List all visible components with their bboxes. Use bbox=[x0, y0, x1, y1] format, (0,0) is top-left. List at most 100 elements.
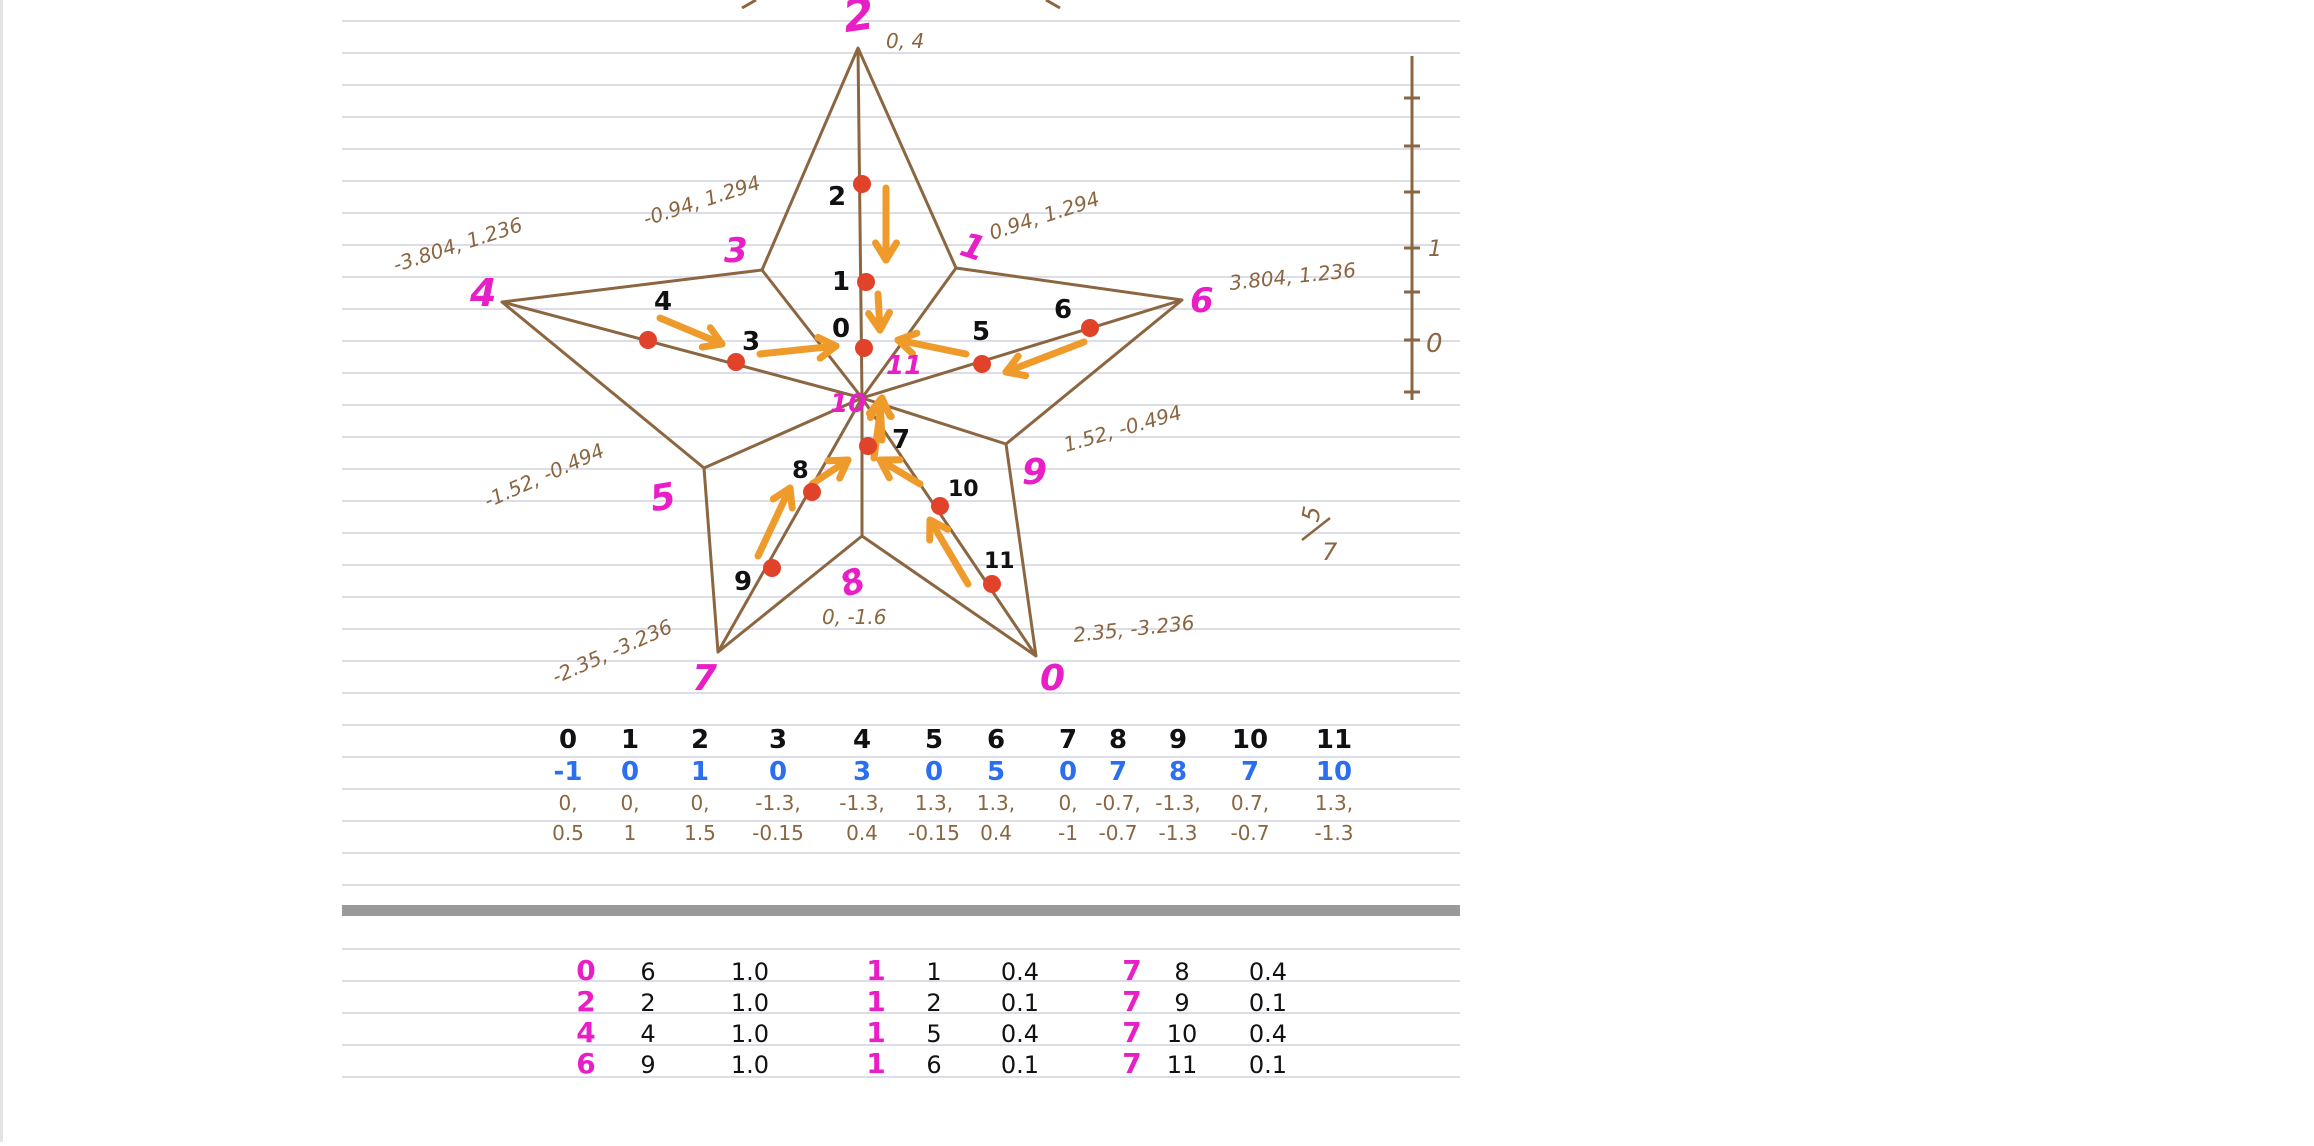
bone-parent: 8 bbox=[1169, 757, 1187, 787]
node-label: 3 bbox=[742, 327, 760, 357]
node-label: 6 bbox=[1054, 295, 1072, 325]
bone-node bbox=[763, 559, 781, 577]
vertex-label: 0 bbox=[1040, 658, 1065, 699]
bone-index: 0 bbox=[559, 725, 577, 755]
bone-y: -0.7 bbox=[1230, 821, 1269, 845]
weight-cell: 1 bbox=[926, 958, 941, 986]
bone-node bbox=[931, 497, 949, 515]
bone-arrow bbox=[926, 516, 972, 588]
weight-cell: 1.0 bbox=[731, 989, 769, 1017]
bone-index: 4 bbox=[853, 725, 871, 755]
bone-y: 0.4 bbox=[980, 821, 1012, 845]
weight-cell: 0.4 bbox=[1001, 958, 1039, 986]
bone-parent: 1 bbox=[691, 757, 709, 787]
vertex-label: 11 bbox=[886, 351, 922, 381]
ruler-mark-zero: 0 bbox=[1426, 329, 1443, 359]
bone-x: 0, bbox=[620, 791, 639, 815]
coord-label: 0, -1.6 bbox=[822, 605, 886, 629]
bone-node bbox=[727, 353, 745, 371]
bone-index: 11 bbox=[1316, 725, 1352, 755]
node-label: 7 bbox=[892, 425, 910, 455]
bone-arrow bbox=[894, 336, 970, 358]
weight-cell: 6 bbox=[926, 1051, 941, 1079]
weight-cell: 0.4 bbox=[1249, 1020, 1287, 1048]
side-note-bar bbox=[1301, 517, 1331, 541]
bone-arrowhead bbox=[1002, 352, 1030, 380]
bone-arrowhead bbox=[926, 516, 952, 544]
coord-label: -0.94, 1.294 bbox=[640, 170, 763, 230]
weight-cell: 4 bbox=[576, 1016, 595, 1049]
bone-y: 0.4 bbox=[846, 821, 878, 845]
bone-x: 0, bbox=[690, 791, 709, 815]
scale-ruler bbox=[1404, 56, 1420, 400]
bone-y: -1.3 bbox=[1158, 821, 1197, 845]
bone-node bbox=[973, 355, 991, 373]
weight-cell: 7 bbox=[1122, 1047, 1141, 1080]
bone-arrowhead bbox=[769, 484, 796, 512]
bone-index: 2 bbox=[691, 725, 709, 755]
weight-cell: 0.4 bbox=[1249, 958, 1287, 986]
bone-y: -0.15 bbox=[752, 821, 804, 845]
vertex-label: 6 bbox=[1190, 281, 1214, 321]
bone-y: -1 bbox=[1058, 821, 1078, 845]
node-label: 10 bbox=[948, 477, 979, 502]
bone-parent: 3 bbox=[853, 757, 871, 787]
star-spoke-right bbox=[861, 298, 1183, 400]
bone-parent: 0 bbox=[621, 757, 639, 787]
bone-table: 0-10,0.5100,1210,1.530-1.3,-0.1543-1.3,0… bbox=[552, 725, 1353, 845]
bone-arrows bbox=[656, 184, 1088, 588]
node-label: 5 bbox=[972, 317, 990, 347]
weight-cell: 9 bbox=[1174, 989, 1189, 1017]
ruler-mark-one: 1 bbox=[1428, 237, 1442, 262]
bone-y: 0.5 bbox=[552, 821, 584, 845]
weight-cell: 6 bbox=[640, 958, 655, 986]
bone-parent: -1 bbox=[554, 757, 583, 787]
vertex-label: 2 bbox=[840, 0, 877, 43]
node-label: 1 bbox=[832, 267, 850, 297]
weight-cell: 0.1 bbox=[1249, 989, 1287, 1017]
bone-arrowhead bbox=[872, 239, 900, 264]
bone-node bbox=[983, 575, 1001, 593]
bone-nodes bbox=[639, 175, 1099, 593]
bone-node bbox=[857, 273, 875, 291]
bone-y: -0.7 bbox=[1098, 821, 1137, 845]
coord-label: 1.52, -0.494 bbox=[1061, 400, 1185, 457]
bone-node bbox=[859, 437, 877, 455]
bone-arrow bbox=[656, 314, 726, 348]
bone-y: 1.5 bbox=[684, 821, 716, 845]
bone-x: -1.3, bbox=[1155, 791, 1200, 815]
weight-cell: 7 bbox=[1122, 954, 1141, 987]
weight-cell: 2 bbox=[926, 989, 941, 1017]
weight-cell: 11 bbox=[1167, 1051, 1198, 1079]
coord-label: -2.35, -3.236 bbox=[548, 614, 676, 688]
node-label: 0 bbox=[832, 314, 850, 344]
weight-cell: 0.1 bbox=[1001, 1051, 1039, 1079]
bone-parent: 10 bbox=[1316, 757, 1352, 787]
node-label: 11 bbox=[984, 549, 1015, 574]
bone-x: 0, bbox=[558, 791, 577, 815]
side-note-denominator: 7 bbox=[1322, 538, 1338, 566]
star-spoke-inner-l bbox=[703, 396, 863, 470]
node-label: 8 bbox=[792, 456, 809, 484]
section-divider bbox=[342, 905, 1460, 916]
bone-parent: 7 bbox=[1109, 757, 1127, 787]
side-note-numerator: 5 bbox=[1297, 504, 1327, 524]
bone-arrow bbox=[808, 456, 852, 488]
bone-parent: 7 bbox=[1241, 757, 1259, 787]
vertex-label: 10 bbox=[830, 389, 866, 419]
weight-cell: 1.0 bbox=[731, 1020, 769, 1048]
star-spoke-left bbox=[501, 300, 863, 400]
bone-index: 5 bbox=[925, 725, 943, 755]
weight-cell: 1.0 bbox=[731, 958, 769, 986]
vertex-label: 7 bbox=[692, 658, 717, 699]
coord-label: 0.94, 1.294 bbox=[986, 187, 1102, 245]
weight-cell: 10 bbox=[1167, 1020, 1198, 1048]
bone-parent: 0 bbox=[769, 757, 787, 787]
vertex-label: 5 bbox=[647, 476, 679, 521]
weight-cell: 0.1 bbox=[1001, 989, 1039, 1017]
coord-label: 0, 4 bbox=[886, 29, 924, 53]
bone-arrow bbox=[756, 342, 840, 358]
node-label: 2 bbox=[828, 182, 846, 212]
bone-arrowhead bbox=[894, 329, 921, 358]
